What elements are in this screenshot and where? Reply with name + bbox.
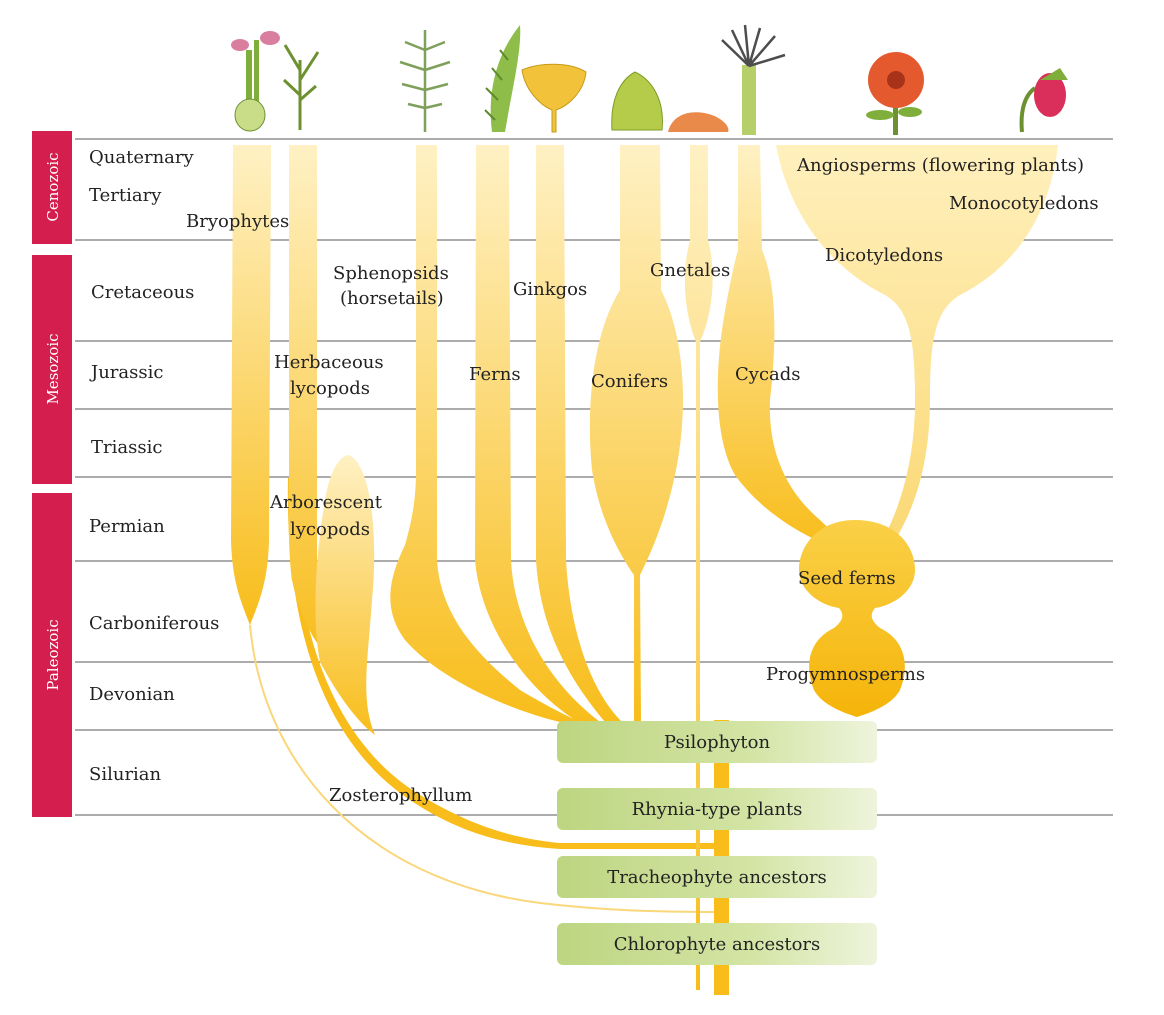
monocot-flower-icon: [1019, 68, 1068, 133]
period-label-permian: Permian: [89, 516, 165, 537]
period-label-cretaceous: Cretaceous: [91, 282, 194, 303]
ginkgo-leaf-icon: [521, 63, 587, 133]
cycad-plant-icon: [721, 24, 786, 135]
arborescent-lycopods-branch: [315, 455, 375, 735]
label-herbaceous: Herbaceous: [274, 352, 384, 373]
ancestor-label-psilophyton: Psilophyton: [664, 732, 771, 753]
ancestor-box-psilophyton: [557, 721, 877, 763]
ancestor-box-rhynia: [557, 788, 877, 830]
label-monocotyledons: Monocotyledons: [949, 193, 1099, 214]
label-zosterophyllum: Zosterophyllum: [329, 785, 472, 806]
gnetales-plant-icon: [668, 112, 729, 132]
era-label-cenozoic: Cenozoic: [44, 152, 62, 221]
ancestor-box-chlorophyte: [557, 923, 877, 965]
label-sphenopsids: Sphenopsids: [333, 263, 449, 284]
trunk-overlay: [714, 830, 729, 856]
ancestor-box-tracheophyte: [557, 856, 877, 898]
branches: [231, 145, 1058, 995]
period-label-triassic: Triassic: [91, 437, 162, 458]
label-cycads: Cycads: [735, 364, 801, 385]
flowering-plant-icon: [866, 52, 924, 135]
label-arborescent: Arborescent: [269, 492, 383, 513]
cycads-branch: [717, 145, 848, 548]
ancestor-boxes: Psilophyton Rhynia-type plants Tracheoph…: [557, 721, 877, 995]
label-angiosperms: Angiosperms (flowering plants): [796, 155, 1084, 176]
period-label-silurian: Silurian: [89, 764, 162, 785]
liverwort-plant-icon: [282, 44, 320, 130]
label-gnetales: Gnetales: [650, 260, 730, 281]
period-label-tertiary: Tertiary: [89, 185, 162, 206]
trunk-overlay: [714, 898, 729, 923]
era-band-paleozoic: [32, 493, 72, 817]
era-band-cenozoic: [32, 131, 72, 244]
label-horsetails: (horsetails): [340, 288, 444, 309]
plant-illustrations: [231, 24, 1068, 135]
bryophyte-root-line: [249, 624, 719, 913]
ancestor-label-tracheophyte: Tracheophyte ancestors: [607, 867, 827, 888]
period-label-carboniferous: Carboniferous: [89, 613, 219, 634]
bryophytes-branch: [231, 145, 271, 625]
era-column: Cenozoic Mesozoic Paleozoic: [32, 131, 72, 817]
ginkgos-branch: [536, 145, 622, 722]
seed-ferns-branch: [799, 520, 915, 717]
label-dicotyledons: Dicotyledons: [825, 245, 943, 266]
label-bryophytes: Bryophytes: [186, 211, 289, 232]
label-herbaceous-lycopods: lycopods: [290, 378, 370, 399]
gnetales-branch: [684, 145, 713, 990]
group-labels: Bryophytes Sphenopsids (horsetails) Gink…: [186, 155, 1099, 806]
moss-plant-icon: [231, 31, 280, 132]
label-arborescent-lycopods: lycopods: [290, 519, 370, 540]
sphenopsids-branch: [390, 145, 580, 722]
era-label-paleozoic: Paleozoic: [44, 619, 62, 690]
era-label-mesozoic: Mesozoic: [44, 333, 62, 404]
label-progymnosperms: Progymnosperms: [766, 664, 925, 685]
period-labels: Quaternary Tertiary Cretaceous Jurassic …: [89, 147, 219, 785]
label-seed-ferns: Seed ferns: [798, 568, 896, 589]
herbaceous-lycopods-branch: [288, 145, 335, 662]
period-label-devonian: Devonian: [89, 684, 175, 705]
fern-plant-icon: [484, 25, 521, 132]
label-ginkgos: Ginkgos: [513, 279, 587, 300]
conifers-branch: [589, 145, 684, 722]
period-label-jurassic: Jurassic: [89, 362, 163, 383]
ancestor-label-chlorophyte: Chlorophyte ancestors: [614, 934, 821, 955]
ferns-branch: [475, 145, 600, 722]
era-band-mesozoic: [32, 255, 72, 484]
trunk-overlay: [714, 763, 729, 788]
period-label-quaternary: Quaternary: [89, 147, 195, 168]
label-ferns: Ferns: [469, 364, 521, 385]
ancestor-label-rhynia: Rhynia-type plants: [632, 799, 803, 820]
label-conifers: Conifers: [591, 371, 668, 392]
trunk-overlay: [714, 965, 729, 995]
angiosperms-branch: [776, 145, 1058, 545]
horsetail-plant-icon: [399, 30, 451, 132]
conifer-plant-icon: [611, 71, 663, 131]
